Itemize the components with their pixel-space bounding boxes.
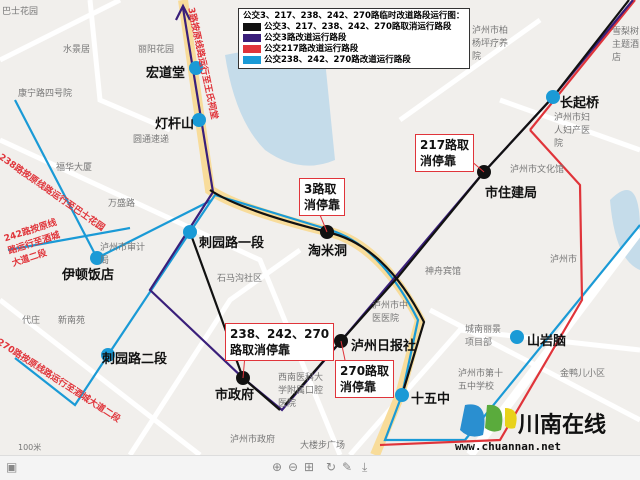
place-label: 新南苑 xyxy=(58,316,86,326)
stop-label: 泸州日报社 xyxy=(351,339,417,354)
place-label: 水景居 xyxy=(63,45,91,55)
stop-marker-dengganshan[interactable] xyxy=(192,113,206,127)
stop-label: 刺园路一段 xyxy=(199,236,265,251)
note-270: 270路取 消停靠 xyxy=(335,360,395,398)
save-icon[interactable]: ▣ xyxy=(6,460,18,474)
place-label: 丽阳花园 xyxy=(138,45,175,55)
place-label: 巴士花园 xyxy=(2,7,39,17)
stop-label: 伊顿饭店 xyxy=(62,268,115,283)
legend-swatch xyxy=(243,55,261,64)
place-label: 神舟宾馆 xyxy=(425,267,462,277)
place-label: 康宁路四号院 xyxy=(18,89,73,99)
stop-marker-changqiqiao[interactable] xyxy=(546,90,560,104)
place-label: 代庄 xyxy=(22,316,41,326)
legend-label: 公交217路改道运行路段 xyxy=(264,44,359,54)
stop-marker-ciyuanlu2[interactable] xyxy=(101,348,115,362)
stop-marker-shanyannao[interactable] xyxy=(510,330,524,344)
legend-swatch xyxy=(243,44,261,53)
stop-label: 市政府 xyxy=(215,388,255,403)
edit-icon[interactable]: ✎ xyxy=(342,460,353,474)
download-icon[interactable]: ⤓ xyxy=(362,460,368,474)
place-label: 万盛路 xyxy=(108,199,136,209)
legend-item: 公交3路改道运行路段 xyxy=(243,33,465,44)
legend-swatch xyxy=(243,33,261,42)
route-217 xyxy=(379,0,636,447)
legend-item: 公交3、217、238、242、270路取消运行路段 xyxy=(243,22,465,33)
legend-title: 公交3、217、238、242、270路临时改道路段运行图： xyxy=(243,11,465,21)
place-label: 城南丽景项目部 xyxy=(465,325,502,348)
fit-icon[interactable]: ⊞ xyxy=(304,460,315,474)
place-label: 泸州市妇人妇产医院 xyxy=(554,113,591,149)
brand-url: www.chuannan.net xyxy=(455,440,561,453)
place-label: 福华大厦 xyxy=(56,163,93,173)
stop-label: 市住建局 xyxy=(485,186,538,201)
place-label: 泸州市中医医院 xyxy=(372,301,409,324)
legend: 公交3、217、238、242、270路临时改道路段运行图： 公交3、217、2… xyxy=(238,8,470,69)
stop-marker-shiwuzhong[interactable] xyxy=(395,388,409,402)
legend-item: 公交217路改道运行路段 xyxy=(243,44,465,55)
place-label: 石马沟社区 xyxy=(217,274,263,284)
stop-label: 灯杆山 xyxy=(155,117,195,132)
legend-label: 公交3路改道运行路段 xyxy=(264,33,347,43)
lake xyxy=(225,48,335,166)
legend-label: 公交3、217、238、242、270路取消运行路段 xyxy=(264,22,452,32)
place-label: 大楼步广场 xyxy=(300,441,346,451)
note-217: 217路取 消停靠 xyxy=(415,134,475,172)
place-label: 泸州市审计局 xyxy=(100,243,146,266)
stop-marker-yidun[interactable] xyxy=(90,251,104,265)
place-label: 泸州市 xyxy=(550,255,578,265)
active-stops xyxy=(90,61,560,402)
brand-name: 川南在线 xyxy=(518,413,607,438)
note-3: 3路取 消停靠 xyxy=(299,178,346,216)
rotate-icon[interactable]: ↻ xyxy=(326,460,337,474)
stop-label: 十五中 xyxy=(411,392,451,407)
zoom-out-icon[interactable]: ⊖ xyxy=(288,460,299,474)
stop-label: 宏道堂 xyxy=(146,66,186,81)
place-label: 泸州市第十五中学校 xyxy=(458,369,504,392)
legend-label: 公交238、242、270路改道运行路段 xyxy=(264,55,411,65)
legend-item: 公交238、242、270路改道运行路段 xyxy=(243,55,465,66)
place-label: 金鸭儿小区 xyxy=(560,369,606,379)
place-label: 泸州市文化馆 xyxy=(510,165,565,175)
place-label: 雪梨树主题酒店 xyxy=(612,27,640,63)
zoom-in-icon[interactable]: ⊕ xyxy=(272,460,283,474)
place-label: 泸州市柏杨坪疗养院 xyxy=(472,26,509,62)
stop-label: 刺园路二段 xyxy=(102,352,168,367)
note-238-242-270: 238、242、270 路取消停靠 xyxy=(225,323,335,361)
place-label: 泸州市政府 xyxy=(230,435,276,445)
pond xyxy=(610,190,640,270)
stop-label: 山岩脑 xyxy=(527,334,567,349)
viewer-toolbar: ▣ ⊕ ⊖ ⊞ ↻ ✎ ⤓ xyxy=(0,455,640,480)
brand-logo-icon xyxy=(460,404,517,437)
place-label: 西南医科大学附属口腔医院 xyxy=(278,373,324,409)
map[interactable]: 巴士花园 水景居 康宁路四号院 丽阳花园 圆通速递 福华大厦 万盛路 泸州市审计… xyxy=(0,0,640,455)
legend-swatch xyxy=(243,22,261,31)
stop-marker-hongdaotang[interactable] xyxy=(189,61,203,75)
stop-label: 长起桥 xyxy=(560,96,600,111)
scale-bar: 100米 xyxy=(18,443,42,452)
stop-label: 淘米洞 xyxy=(308,244,348,259)
place-label: 圆通速递 xyxy=(133,135,170,145)
stop-marker-ciyuanlu1[interactable] xyxy=(183,225,197,239)
